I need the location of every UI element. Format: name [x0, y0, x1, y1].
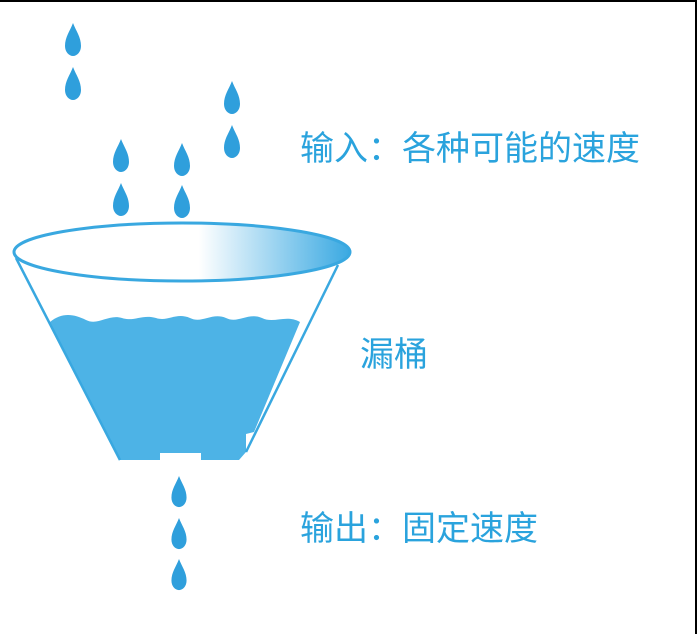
frame-right-border [695, 0, 697, 634]
drop-icon [65, 23, 81, 56]
output-label: 输出：固定速度 [300, 509, 538, 549]
output-drops [171, 475, 187, 591]
drop-icon [171, 475, 187, 508]
bucket-rim [12, 221, 352, 283]
drop-icon [174, 185, 190, 218]
drop-icon [113, 139, 129, 172]
bucket-right-wall [244, 264, 340, 453]
bucket [12, 221, 352, 461]
drop-icon [224, 125, 240, 158]
input-label: 输入：各种可能的速度 [300, 129, 640, 169]
drop-icon [65, 67, 81, 100]
frame-top-border [0, 0, 697, 2]
bucket-water [50, 315, 300, 460]
drop-icon [113, 183, 129, 216]
drop-icon [174, 143, 190, 176]
drop-icon [224, 81, 240, 114]
drop-icon [171, 558, 187, 591]
bucket-label: 漏桶 [360, 335, 428, 375]
bucket-left-wall [14, 257, 122, 461]
drop-icon [171, 517, 187, 550]
